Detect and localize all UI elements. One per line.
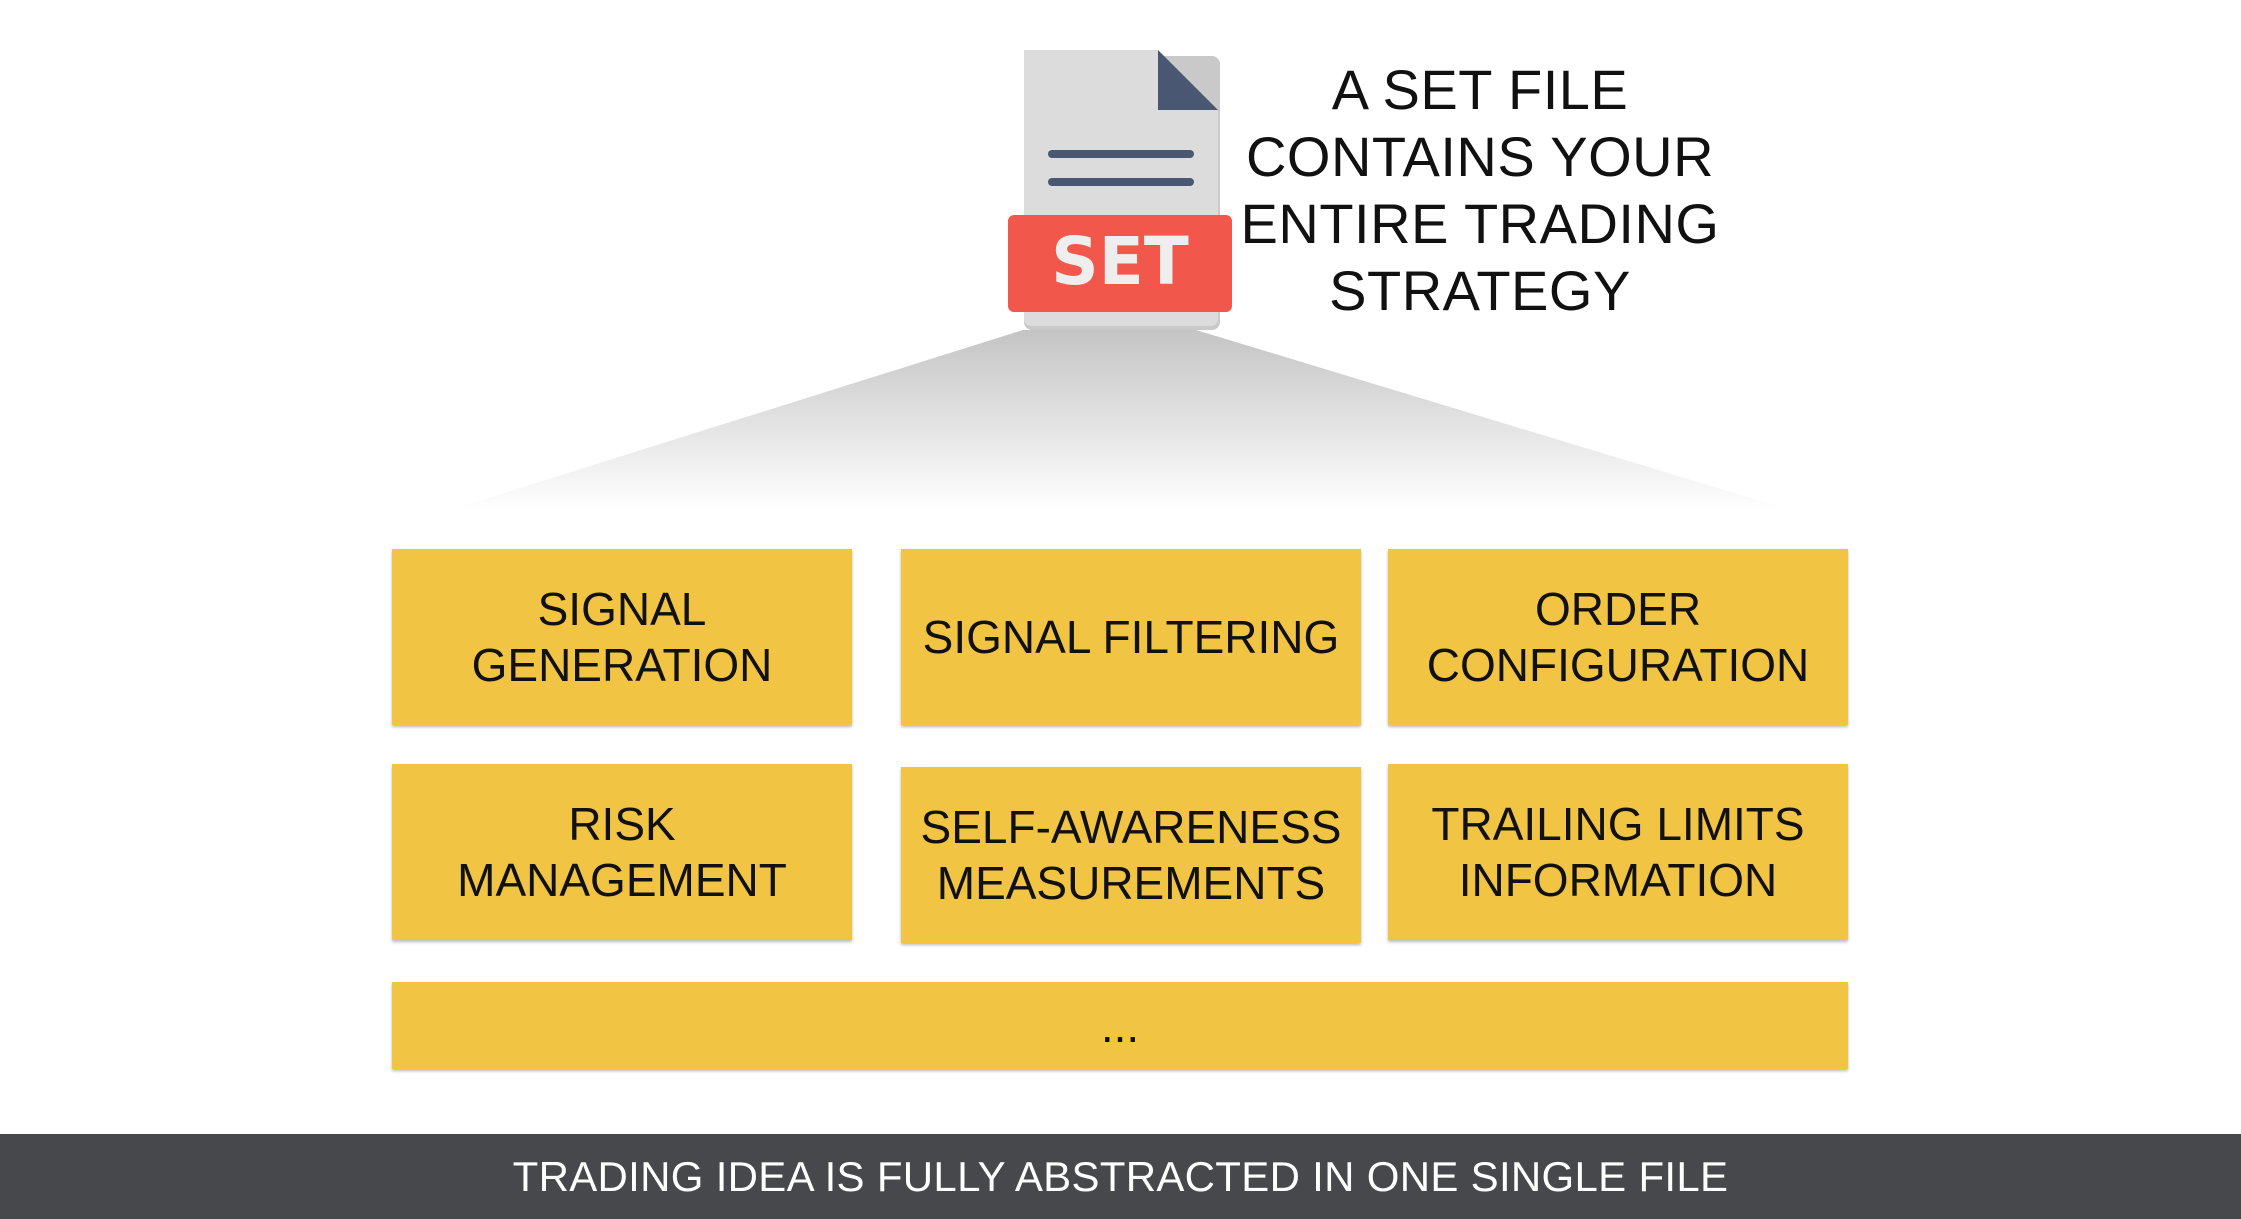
more-components-box: ... [392,982,1848,1069]
heading-line-3: ENTIRE TRADING [1240,192,1720,255]
signal-generation-box: SIGNAL GENERATION [392,549,852,725]
order-configuration-box: ORDER CONFIGURATION [1388,549,1848,725]
set-file-icon: SET [1008,50,1232,330]
strategy-heading: A SET FILE CONTAINS YOUR ENTIRE TRADING … [1240,56,1720,324]
box-label: TRAILING LIMITS INFORMATION [1431,798,1805,906]
set-badge-text: SET [1051,223,1189,300]
file-line-1 [1048,150,1194,158]
signal-filtering-box: SIGNAL FILTERING [901,549,1361,725]
box-label: SELF-AWARENESS MEASUREMENTS [920,801,1342,909]
box-label: ORDER CONFIGURATION [1426,583,1810,691]
trailing-limits-box: TRAILING LIMITS INFORMATION [1388,764,1848,940]
heading-line-1: A SET FILE [1331,58,1629,121]
self-awareness-box: SELF-AWARENESS MEASUREMENTS [901,767,1361,943]
set-badge [1008,215,1232,312]
risk-management-box: RISK MANAGEMENT [392,764,852,940]
box-label: RISK MANAGEMENT [457,798,787,906]
file-line-2 [1048,178,1194,186]
heading-line-4: STRATEGY [1329,259,1631,322]
box-label: SIGNAL FILTERING [922,611,1340,663]
footer-bar: TRADING IDEA IS FULLY ABSTRACTED IN ONE … [0,1134,2241,1219]
box-label: ... [1100,999,1140,1052]
footer-text: TRADING IDEA IS FULLY ABSTRACTED IN ONE … [512,1152,1729,1200]
box-label: SIGNAL GENERATION [471,583,773,691]
heading-line-2: CONTAINS YOUR [1245,125,1715,188]
file-fold [1158,50,1218,110]
